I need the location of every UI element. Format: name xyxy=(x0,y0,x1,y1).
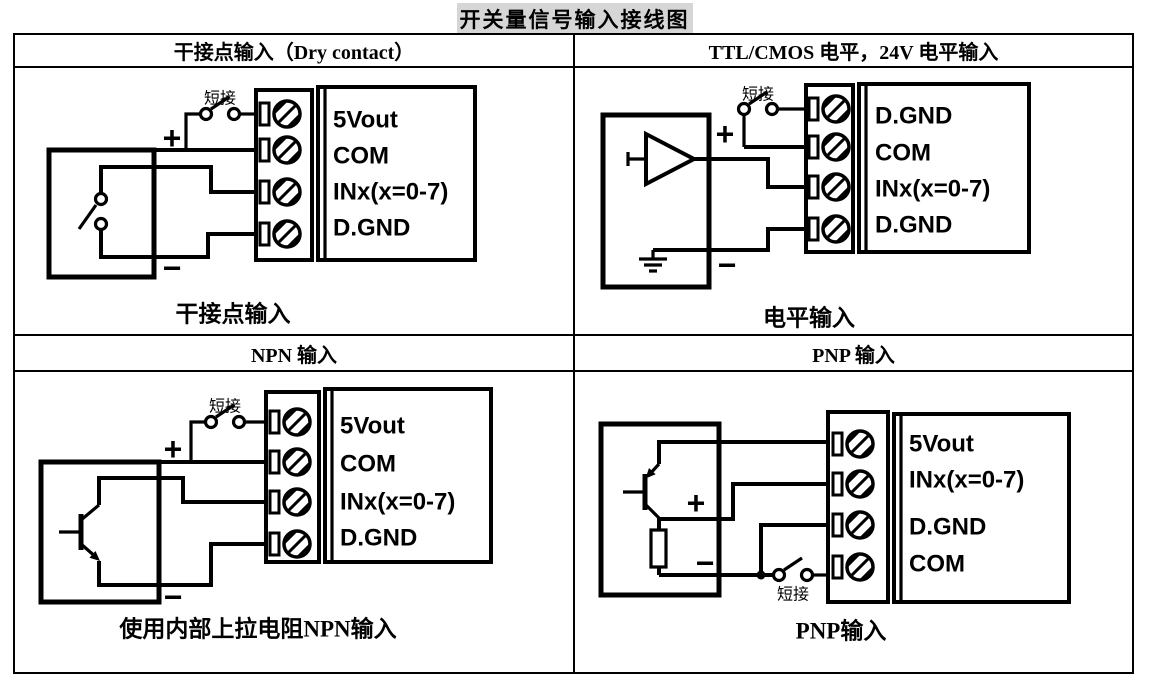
screw-terminal xyxy=(833,504,881,546)
jumper-label: 短接 xyxy=(742,86,774,104)
header-pnp: PNP 输入 xyxy=(575,336,1132,372)
diagram-caption: 使用内部上拉电阻NPN输入 xyxy=(118,616,396,642)
screw-terminal xyxy=(270,523,318,565)
minus-sign: − xyxy=(718,247,737,283)
jumper-switch-icon xyxy=(189,403,266,462)
screw-terminal xyxy=(809,166,857,208)
terminal-label-box: 5Vout COM INx(x=0-7) D.GND xyxy=(323,387,493,564)
wire-inx xyxy=(99,165,256,194)
terminal-label: COM xyxy=(909,551,965,578)
minus-sign: − xyxy=(164,579,183,615)
terminal-label: D.GND xyxy=(333,215,410,242)
contact-switch-icon xyxy=(77,191,109,232)
screw-terminal xyxy=(833,463,881,505)
pnp-diagram: 5Vout INx(x=0-7) D.GND COM + xyxy=(598,410,1071,644)
screw-terminal xyxy=(833,423,881,465)
terminal-label-box: 5Vout INx(x=0-7) D.GND COM xyxy=(892,412,1071,604)
terminal-block xyxy=(264,390,321,565)
jumper-switch-icon xyxy=(184,95,256,150)
device-box xyxy=(38,459,162,605)
wire-minus xyxy=(99,230,256,259)
diagram-caption: 电平输入 xyxy=(763,305,855,331)
terminal-label: 5Vout xyxy=(909,431,974,458)
screw-terminal xyxy=(260,171,308,213)
dry-contact-diagram: 5Vout COM INx(x=0-7) D.GND 短接 + xyxy=(46,85,477,327)
ground-icon xyxy=(639,250,667,273)
resistor-icon xyxy=(649,518,668,575)
terminal-label: 5Vout xyxy=(333,107,398,134)
diagram-caption: 干接点输入 xyxy=(176,301,291,327)
screw-terminal xyxy=(809,208,857,250)
wire-5vout xyxy=(657,440,828,464)
jumper-label: 短接 xyxy=(209,398,241,416)
header-npn: NPN 输入 xyxy=(15,336,575,372)
plus-sign: + xyxy=(163,120,182,156)
quadrant-pnp: 5Vout INx(x=0-7) D.GND COM + xyxy=(575,372,1132,672)
screw-terminal xyxy=(270,401,318,443)
terminal-label: COM xyxy=(333,143,389,170)
jumper-switch-icon xyxy=(771,556,828,583)
plus-sign: + xyxy=(164,431,183,467)
pnp-transistor-icon xyxy=(623,462,661,520)
device-box xyxy=(46,147,157,280)
screw-terminal xyxy=(260,213,308,255)
terminal-label: D.GND xyxy=(909,514,986,541)
terminal-label: D.GND xyxy=(875,103,952,130)
header-dry-contact: 干接点输入（Dry contact） xyxy=(15,35,575,68)
terminal-label: 5Vout xyxy=(340,413,405,440)
screw-terminal xyxy=(270,481,318,523)
quadrant-ttl-level: D.GND COM INx(x=0-7) D.GND 短接 + xyxy=(575,68,1132,336)
header-npn-text: NPN 输入 xyxy=(250,344,338,367)
quadrant-npn: 5Vout COM INx(x=0-7) D.GND xyxy=(15,372,575,672)
wire-inx xyxy=(659,482,828,521)
page-title-text: 开关量信号输入接线图 xyxy=(456,3,693,35)
screw-terminal xyxy=(809,126,857,168)
ttl-level-diagram: D.GND COM INx(x=0-7) D.GND 短接 + xyxy=(600,82,1031,331)
diagram-caption: PNP输入 xyxy=(796,618,887,644)
terminal-label: D.GND xyxy=(340,525,417,552)
terminal-label: INx(x=0-7) xyxy=(875,176,990,203)
header-dry-contact-text: 干接点输入（Dry contact） xyxy=(173,42,415,64)
npn-diagram: 5Vout COM INx(x=0-7) D.GND xyxy=(38,387,493,642)
minus-sign: − xyxy=(696,545,715,581)
screw-terminal xyxy=(833,546,881,588)
terminal-label: COM xyxy=(340,451,396,478)
page-title: 开关量信号输入接线图 xyxy=(0,3,1149,35)
header-ttl-level: TTL/CMOS 电平，24V 电平输入 xyxy=(575,35,1132,68)
terminal-block xyxy=(254,88,314,262)
terminal-label: COM xyxy=(875,140,931,167)
device-box xyxy=(598,421,722,598)
header-ttl-level-text: TTL/CMOS 电平，24V 电平输入 xyxy=(708,42,999,64)
jumper-switch-icon xyxy=(736,90,806,147)
wire-dgnd xyxy=(759,523,828,575)
npn-transistor-icon xyxy=(59,503,101,561)
terminal-label-box: 5Vout COM INx(x=0-7) D.GND xyxy=(316,85,477,262)
wiring-table: 干接点输入（Dry contact） TTL/CMOS 电平，24V 电平输入 … xyxy=(13,33,1134,674)
wire-inx xyxy=(97,476,266,505)
terminal-label: D.GND xyxy=(875,212,952,239)
screw-terminal xyxy=(260,93,308,135)
terminal-label: INx(x=0-7) xyxy=(340,489,455,516)
wire-inx xyxy=(694,157,806,189)
jumper-label: 短接 xyxy=(777,586,809,604)
jumper-label: 短接 xyxy=(204,90,236,108)
wire-minus xyxy=(653,227,806,252)
terminal-block xyxy=(804,83,857,254)
header-pnp-text: PNP 输入 xyxy=(812,344,895,367)
opamp-icon xyxy=(626,130,699,188)
device-box xyxy=(600,112,712,290)
wire-minus xyxy=(97,542,266,587)
minus-sign: − xyxy=(163,250,182,286)
terminal-block xyxy=(826,410,890,604)
quadrant-dry-contact: 5Vout COM INx(x=0-7) D.GND 短接 + xyxy=(15,68,575,336)
terminal-label: INx(x=0-7) xyxy=(909,467,1024,494)
plus-sign: + xyxy=(716,116,735,152)
screw-terminal xyxy=(260,129,308,171)
terminal-label-box: D.GND COM INx(x=0-7) D.GND xyxy=(857,82,1031,254)
plus-sign: + xyxy=(687,485,706,521)
terminal-label: INx(x=0-7) xyxy=(333,179,448,206)
screw-terminal xyxy=(270,441,318,483)
screw-terminal xyxy=(809,88,857,130)
